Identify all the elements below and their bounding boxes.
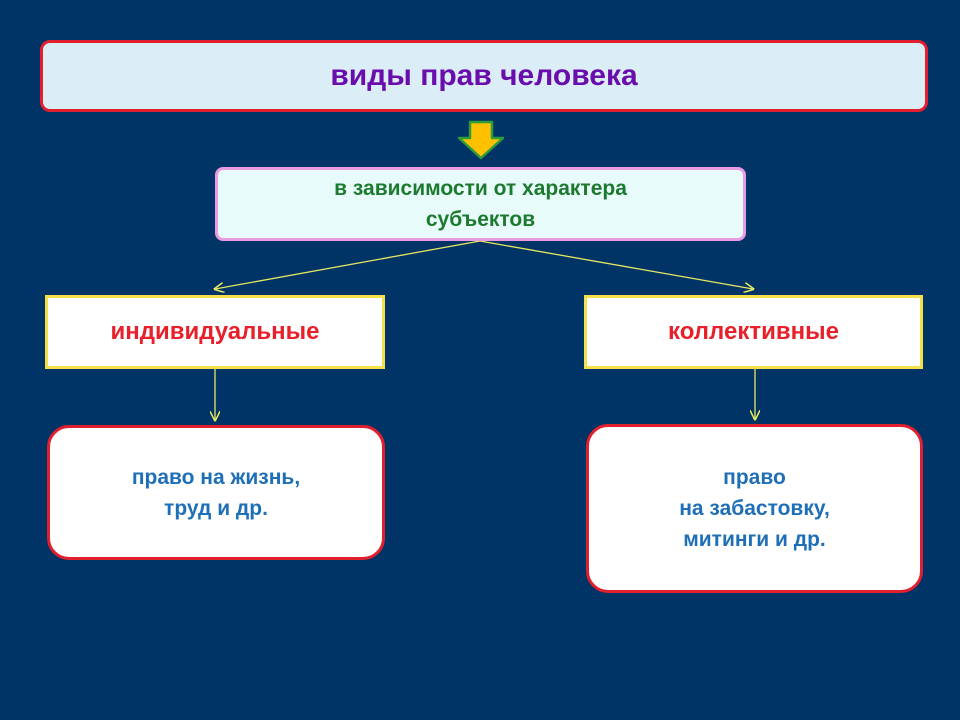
category-label-collective: коллективные [668, 318, 839, 345]
example-box-collective: право на забастовку, митинги и др. [586, 424, 923, 593]
example-box-individual: право на жизнь, труд и др. [47, 425, 385, 560]
criterion-text: в зависимости от характера субъектов [334, 177, 627, 231]
category-label-individual: индивидуальные [110, 318, 320, 345]
category-box-individual: индивидуальные [45, 295, 385, 369]
down-arrow-icon [457, 120, 505, 160]
example-text-collective: право на забастовку, митинги и др. [679, 466, 830, 551]
title-box: виды прав человека [40, 40, 928, 112]
connector-line-right [479, 240, 753, 289]
connector-line-left [215, 240, 481, 289]
diagram-title: виды прав человека [330, 59, 638, 92]
category-box-collective: коллективные [584, 295, 923, 369]
example-text-individual: право на жизнь, труд и др. [131, 465, 301, 520]
criterion-box: в зависимости от характера субъектов [215, 167, 746, 241]
